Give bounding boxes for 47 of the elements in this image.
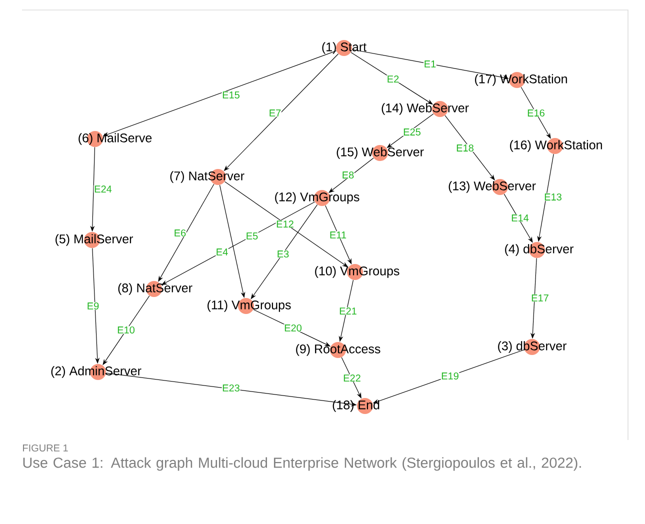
- edge-label: E9: [86, 302, 100, 310]
- graph-node: (10) VmGroups: [315, 264, 400, 280]
- arrow: [325, 205, 352, 264]
- edge-label: E25: [402, 128, 422, 136]
- edge-label: E7: [268, 109, 282, 117]
- graph-node: (4) dbServer: [505, 242, 574, 258]
- edge-label: E17: [530, 294, 550, 302]
- graph-node: (11) VmGroups: [208, 298, 291, 314]
- graph-node: (12) VmGroups: [275, 190, 360, 206]
- arrow: [444, 115, 495, 180]
- caption: Use Case 1: Attack graph Multi-cloud Enterprise Network (Stergiopoulos et al., 2022).: [23, 457, 581, 471]
- graph-node: (13) WebServer: [448, 179, 536, 195]
- edge-label: E22: [342, 374, 362, 382]
- edge-label: E21: [338, 307, 358, 315]
- graph-node: (15) WebServer: [336, 145, 424, 161]
- graph-node: (16) WorkStation: [510, 138, 602, 154]
- graph-node: (6) MailServe: [78, 131, 152, 147]
- edge-label: E5: [246, 232, 258, 240]
- edge-label: E20: [284, 324, 302, 332]
- edge-label: E18: [456, 144, 474, 152]
- edge-label: E2: [386, 75, 400, 83]
- edge-label: E4: [216, 248, 228, 256]
- graph-node: (8) NatServer: [118, 281, 192, 297]
- graph-node: (17) WorkStation: [475, 72, 567, 88]
- edge-label: E11: [329, 231, 347, 239]
- edge-label: E12: [276, 220, 294, 228]
- edge-label: E1: [424, 60, 436, 68]
- graph-node: (2) AdminServer: [51, 364, 142, 380]
- figure-label: FIGURE 1: [23, 444, 68, 452]
- graph-node: (7) NatServer: [170, 169, 244, 185]
- edge-label: E15: [222, 91, 240, 99]
- graph-node: (5) MailServer: [56, 232, 134, 248]
- edge-label: E3: [276, 250, 290, 258]
- graph-node: (1) Start: [322, 40, 366, 56]
- graph-node: (3) dbServer: [498, 339, 566, 355]
- edge-label: E8: [342, 171, 354, 179]
- edge-label: E13: [544, 193, 562, 201]
- graph-node: (9) RootAccess: [296, 342, 380, 358]
- edge-label: E10: [116, 326, 136, 334]
- edge-label: E6: [174, 229, 186, 237]
- edge-label: E14: [510, 214, 530, 222]
- edge-label: E16: [526, 109, 546, 117]
- graph-node: (18) End: [332, 398, 380, 414]
- edge-label: E24: [94, 185, 112, 193]
- edge-label: E19: [440, 372, 460, 380]
- graph-node: (14) WebServer: [382, 101, 469, 117]
- edge-label: E23: [222, 384, 240, 392]
